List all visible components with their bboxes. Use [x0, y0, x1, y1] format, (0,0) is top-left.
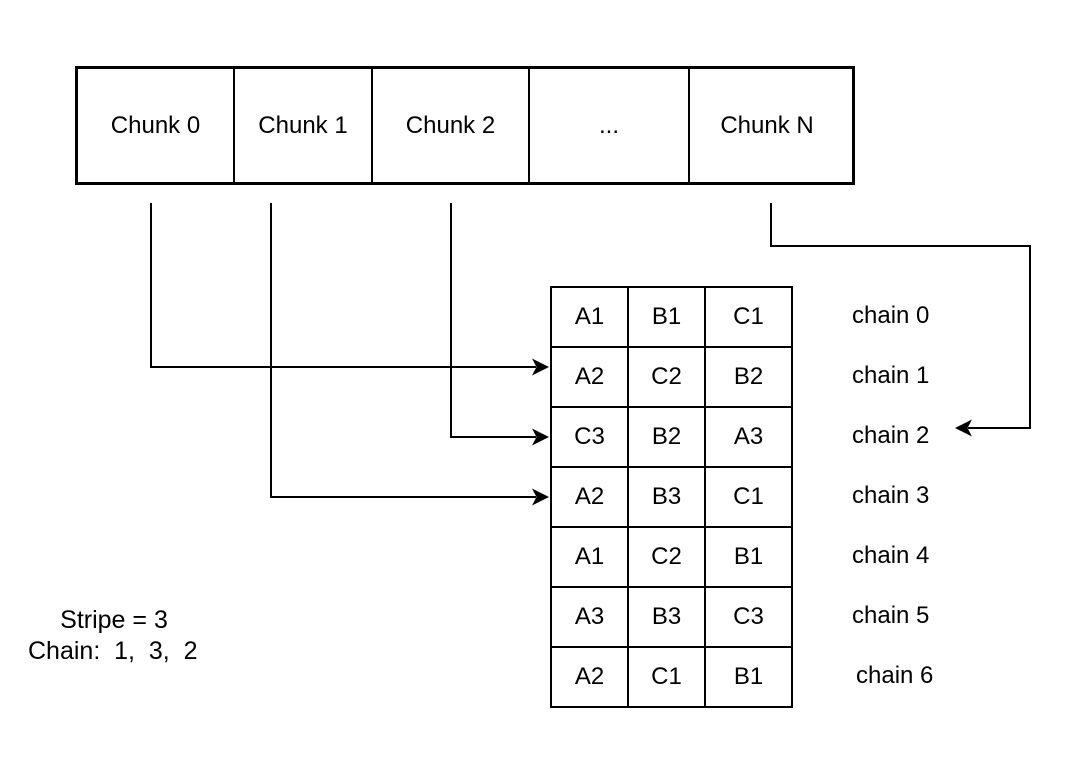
chain-label-5: chain 5: [852, 602, 930, 629]
table-cell-r2c2: A3: [706, 408, 791, 466]
chain-label-2: chain 2: [852, 422, 930, 449]
table-cell-r6c0: A2: [552, 648, 627, 706]
chain-label-6: chain 6: [856, 662, 934, 689]
table-cell-r5c2: C3: [706, 588, 791, 646]
table-cell-r2c0: C3: [552, 408, 627, 466]
chain-label-3: chain 3: [852, 482, 930, 509]
table-cell-r6c1: C1: [629, 648, 704, 706]
arrow-chunk0-to-chain1: [150, 203, 536, 368]
table-cell-r0c2: C1: [706, 288, 791, 346]
table-cell-r5c1: B3: [629, 588, 704, 646]
chunk-cell-n: Chunk N: [690, 69, 844, 182]
chunk-0-label: Chunk 0: [110, 111, 201, 139]
annotation-stripe: Stripe = 3: [60, 606, 168, 634]
chunk-1-label: Chunk 1: [258, 111, 348, 139]
table-cell-r3c0: A2: [552, 468, 627, 526]
chain-label-4: chain 4: [852, 542, 930, 569]
arrowhead-chunk2-to-chain2: [532, 428, 549, 446]
table-cell-r4c2: B1: [706, 528, 791, 586]
table-cell-r3c2: C1: [706, 468, 791, 526]
chunk-row: Chunk 0 Chunk 1 Chunk 2 ... Chunk N: [75, 66, 855, 185]
chain-label-0: chain 0: [852, 302, 930, 329]
chunk-cell-2: Chunk 2: [373, 69, 530, 182]
arrowhead-chunk1-to-chain3: [532, 488, 549, 506]
stripe-table: A1 B1 C1 A2 C2 B2 C3 B2 A3 A2 B3 C1 A1 C…: [550, 286, 793, 708]
arrow-chunk1-to-chain3: [270, 203, 536, 498]
table-cell-r4c1: C2: [629, 528, 704, 586]
table-cell-r3c1: B3: [629, 468, 704, 526]
chunk-ellipsis-label: ...: [598, 111, 619, 139]
arrow-chunk2-to-chain2: [450, 203, 536, 438]
annotation-block: Stripe = 3 Chain: 1, 3, 2: [28, 605, 200, 667]
table-cell-r0c0: A1: [552, 288, 627, 346]
chunk-cell-ellipsis: ...: [530, 69, 690, 182]
table-cell-r6c2: B1: [706, 648, 791, 706]
annotation-chain: Chain: 1, 3, 2: [28, 637, 198, 665]
table-cell-r2c1: B2: [629, 408, 704, 466]
chain-label-1: chain 1: [852, 362, 930, 389]
arrowhead-chunk0-to-chain1: [532, 358, 549, 376]
chunk-cell-1: Chunk 1: [235, 69, 373, 182]
table-cell-r1c1: C2: [629, 348, 704, 406]
table-cell-r1c0: A2: [552, 348, 627, 406]
chunk-n-label: Chunk N: [720, 111, 814, 139]
table-cell-r1c2: B2: [706, 348, 791, 406]
table-cell-r4c0: A1: [552, 528, 627, 586]
chunk-cell-0: Chunk 0: [78, 69, 235, 182]
table-cell-r0c1: B1: [629, 288, 704, 346]
chunk-2-label: Chunk 2: [405, 111, 496, 139]
table-cell-r5c0: A3: [552, 588, 627, 646]
